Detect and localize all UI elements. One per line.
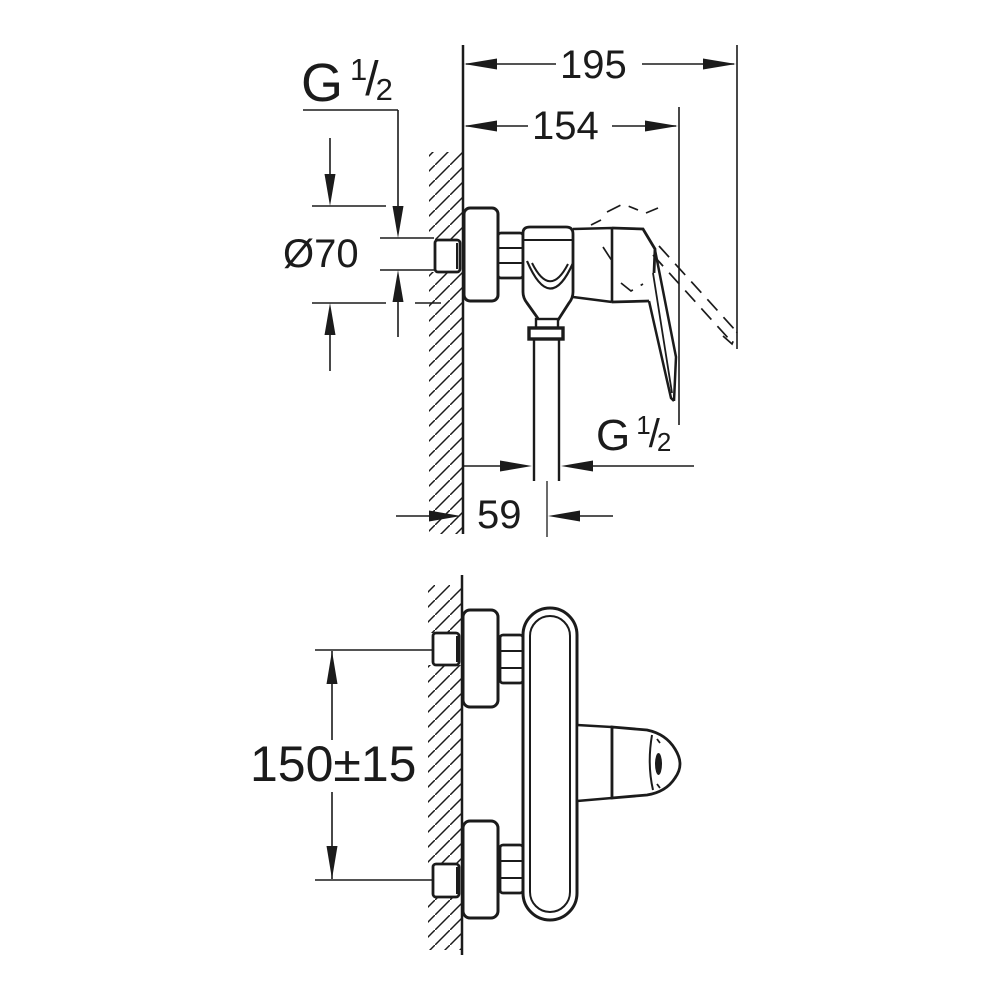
extension-line bbox=[312, 205, 441, 304]
wall-hatch bbox=[428, 665, 462, 864]
arrowhead bbox=[392, 206, 404, 238]
extension-line bbox=[315, 649, 433, 881]
cartridge-dome-outer bbox=[525, 260, 575, 290]
thread-denominator: 2 bbox=[656, 427, 672, 457]
side-view-faucet bbox=[380, 206, 678, 537]
hex-nut-facets bbox=[500, 650, 523, 669]
arrowhead bbox=[548, 510, 580, 522]
mixer-body-capsule-outer bbox=[521, 606, 579, 922]
ghost-cap-corner-bottom bbox=[620, 282, 644, 293]
thread-numerator: 1 bbox=[636, 410, 651, 440]
dim-dia70-lines bbox=[312, 138, 441, 371]
lever-knob-ticks bbox=[656, 738, 661, 789]
arrowhead bbox=[464, 58, 497, 70]
ghost-dash bbox=[645, 207, 659, 214]
body-mid-section bbox=[572, 226, 614, 304]
arrowhead bbox=[500, 460, 532, 472]
dim-label-195: 195 bbox=[560, 43, 627, 87]
arrowhead bbox=[324, 303, 336, 335]
lever-knob-edge-arc bbox=[648, 734, 654, 791]
dim-label-154: 154 bbox=[532, 104, 599, 148]
dim-label-150: 150±15 bbox=[250, 736, 417, 792]
hex-nut bbox=[496, 231, 525, 280]
thread-extension-lines bbox=[380, 237, 434, 271]
handle-cap bbox=[611, 226, 657, 274]
dim-label-59: 59 bbox=[477, 493, 522, 537]
front-view-faucet bbox=[431, 606, 682, 922]
escutcheon-flange bbox=[462, 206, 500, 303]
outlet-collar bbox=[527, 326, 565, 341]
handle-cap-bottom bbox=[611, 299, 650, 304]
side-view-wall bbox=[429, 45, 465, 534]
arrowhead bbox=[703, 58, 736, 70]
arrowhead bbox=[645, 120, 678, 132]
arrowhead bbox=[326, 846, 338, 879]
thread-numerator: 1 bbox=[350, 52, 368, 87]
escutcheon-flange-lower bbox=[461, 819, 500, 920]
lever-front-edge bbox=[653, 249, 678, 402]
ghost-cap-corner-top bbox=[606, 203, 639, 213]
thread-size: G 1 / 2 bbox=[301, 52, 393, 113]
leader-line bbox=[303, 109, 399, 206]
thread-slash: / bbox=[365, 53, 379, 106]
lever-knob bbox=[610, 725, 682, 800]
thread-label-outlet: G 1 / 2 bbox=[596, 410, 672, 460]
hex-nut-upper bbox=[498, 633, 525, 685]
lever-inner-line bbox=[652, 272, 673, 394]
hex-nut-facets bbox=[500, 860, 523, 879]
wall-hatch bbox=[428, 897, 462, 950]
ghost-lever-edge bbox=[652, 254, 730, 340]
ghost-dash bbox=[590, 219, 602, 226]
thread-slash: / bbox=[648, 412, 660, 456]
dim-195-lines bbox=[464, 45, 738, 349]
thread-denominator: 2 bbox=[375, 72, 393, 107]
mixer-body bbox=[521, 225, 575, 324]
ghost-lever-edge bbox=[658, 245, 737, 332]
lever-cone bbox=[575, 723, 614, 803]
escutcheon-flange-upper bbox=[461, 608, 500, 709]
hex-nut-facets bbox=[498, 247, 523, 264]
dim-g12-outlet-lines bbox=[463, 460, 694, 472]
thread-g: G bbox=[596, 411, 631, 460]
hex-nut-lower bbox=[498, 843, 525, 895]
front-view-wall bbox=[428, 575, 464, 955]
lever-ghost-dashed bbox=[590, 203, 738, 346]
arrowhead bbox=[561, 460, 593, 472]
arrowhead bbox=[464, 120, 497, 132]
cartridge-dome-inner bbox=[531, 262, 569, 283]
wall-union-fitting-upper bbox=[431, 631, 461, 667]
arrowhead bbox=[324, 174, 336, 206]
wall-union-fitting-lower bbox=[431, 862, 461, 899]
dim-150-lines bbox=[315, 649, 433, 881]
mixer-body-capsule-inner bbox=[529, 615, 571, 913]
ghost-lever-tip bbox=[722, 331, 738, 346]
thread-size: G 1 / 2 bbox=[596, 410, 672, 460]
wall-hatch bbox=[429, 152, 463, 240]
wall-hatch bbox=[429, 272, 463, 534]
lever-knob-slot bbox=[655, 753, 662, 775]
wall-union-fitting bbox=[433, 238, 462, 274]
ghost-dash bbox=[602, 246, 615, 265]
thread-wall-leader bbox=[303, 109, 404, 337]
lever-back-edge bbox=[647, 300, 675, 402]
wall-hatch bbox=[428, 585, 462, 633]
arrowhead bbox=[392, 270, 404, 302]
thread-g: G bbox=[301, 53, 344, 113]
arrowhead bbox=[326, 651, 338, 684]
thread-label-wall: G 1 / 2 bbox=[301, 52, 393, 113]
dim-label-dia70: Ø70 bbox=[283, 232, 359, 276]
dim-59-lines bbox=[396, 510, 613, 522]
dim-154-lines bbox=[464, 107, 680, 425]
arrowhead bbox=[429, 510, 461, 522]
outlet-hose bbox=[532, 339, 561, 481]
